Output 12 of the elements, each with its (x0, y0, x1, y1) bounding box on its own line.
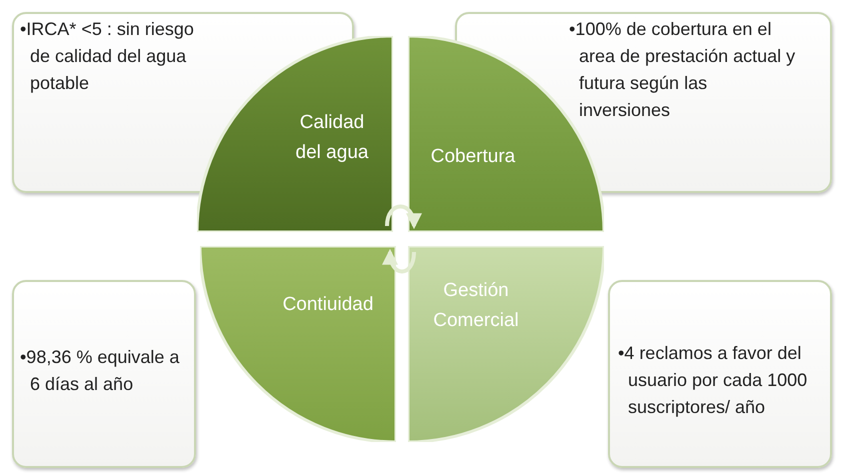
curved-arrow (385, 204, 421, 230)
note-box (608, 280, 832, 468)
bullet-text: •4 reclamos a favor del usuario por cada 1000 suscriptores/ año (618, 342, 808, 419)
note-box (12, 280, 196, 468)
bullet-text: •98,36 % equivale a 6 días al año (20, 346, 180, 396)
bullet-text: •100% de cobertura en el area de prestación actual y futura según las inversiones (569, 18, 796, 122)
bullet-text: •IRCA* <5 : sin riesgo de calidad del agua potable (20, 18, 195, 95)
segment-label: Contiuidad (282, 293, 374, 317)
segment-label: Calidad del agua (294, 111, 370, 165)
segment-label: Cobertura (430, 145, 516, 169)
segment-label: Gestión Comercial (432, 279, 520, 333)
curved-arrow (383, 248, 416, 274)
